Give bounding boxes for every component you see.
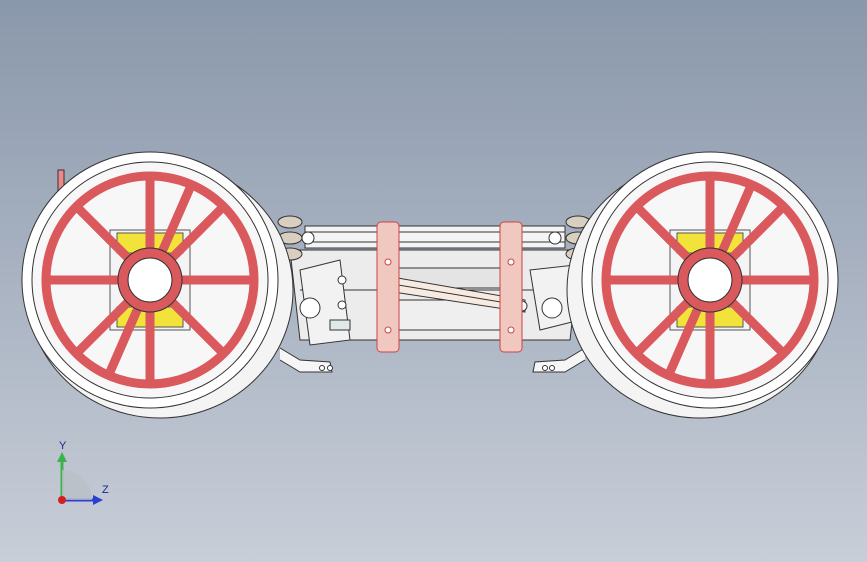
frame-top-beam [304, 225, 566, 249]
y-axis-label: Y [59, 440, 67, 452]
left-lower-bracket [279, 347, 333, 373]
left-wheel [21, 151, 294, 419]
triad-shaded-quadrant [62, 470, 92, 500]
hanger-left [376, 221, 400, 353]
hanger-right [499, 221, 523, 353]
x-axis-dot [58, 496, 66, 504]
left-link-assembly [299, 231, 351, 346]
z-axis-label: Z [102, 484, 109, 496]
right-wheel [566, 151, 839, 419]
right-lower-bracket [532, 347, 586, 373]
orientation-triad[interactable]: Y Z [50, 440, 120, 510]
